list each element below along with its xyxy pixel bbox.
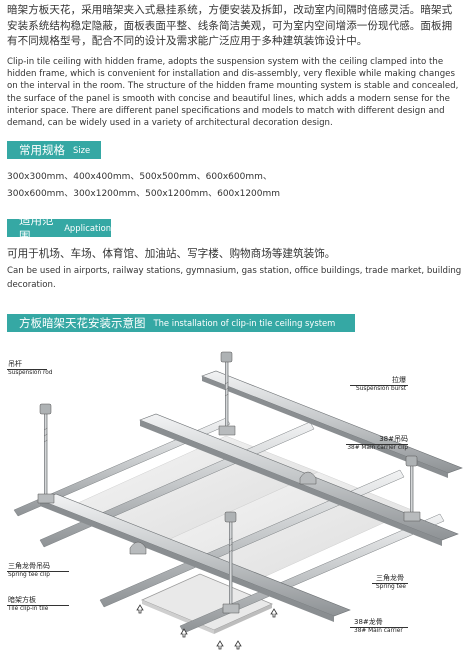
main-carriers [39,370,463,622]
section-title-en: Application [64,223,111,233]
application-chinese: 可用于机场、车场、体育馆、加油站、写字楼、购物商场等建筑装饰。 [7,248,336,260]
arrow-markers [136,604,278,650]
label-leader [7,571,69,572]
label-leader [350,385,408,386]
section-header-sizes: 常用规格 Size [7,141,101,159]
label-leader [372,583,408,584]
suspension-rods [37,351,421,614]
application-english: Can be used in airports, railway station… [7,266,462,290]
label-suspension-rod: 吊杆 Suspension rod [8,360,53,376]
section-header-installation: 方板暗架天花安装示意图 The installation of clip-in … [7,314,355,332]
installation-diagram [13,351,463,650]
label-main-carrier-clip: 38#吊码 38# Main carrier clip [347,435,408,451]
label-main-carrier: 38#龙骨 38# Main carrier [354,618,403,634]
section-title-cn: 方板暗架天花安装示意图 [19,316,146,330]
label-leader [346,444,408,445]
label-suspension-burst: 拉爆 Suspension burst [355,376,406,392]
section-header-application: 适用范围 Application [7,213,111,243]
label-leader [7,605,69,606]
size-line-1: 300x300mm、400x400mm、500x500mm、600x600mm、 [7,172,272,182]
section-title-cn: 适用范围 [19,213,54,243]
label-leader [350,627,408,628]
section-title-cn: 常用规格 [19,143,65,157]
intro-english: Clip-in tile ceiling with hidden frame, … [7,57,459,129]
size-list: 300x300mm、400x400mm、500x500mm、600x600mm、… [7,169,462,203]
size-line-2: 300x600mm、300x1200mm、500x1200mm、600x1200… [7,189,281,199]
label-tile-clip-in: 暗架方板 Tile clip-in tile [8,596,49,612]
section-title-en: Size [73,145,91,155]
label-leader [7,369,47,370]
intro-chinese: 暗架方板天花，采用暗架夹入式悬挂系统，方便安装及拆卸，改动室内间隔时倍感灵活。暗… [7,4,453,47]
section-title-en: The installation of clip-in tile ceiling… [153,318,336,328]
label-spring-tee-clip: 三角龙骨吊码 Spring tee clip [8,562,50,578]
label-spring-tee: 三角龙骨 Spring tee [376,574,406,590]
